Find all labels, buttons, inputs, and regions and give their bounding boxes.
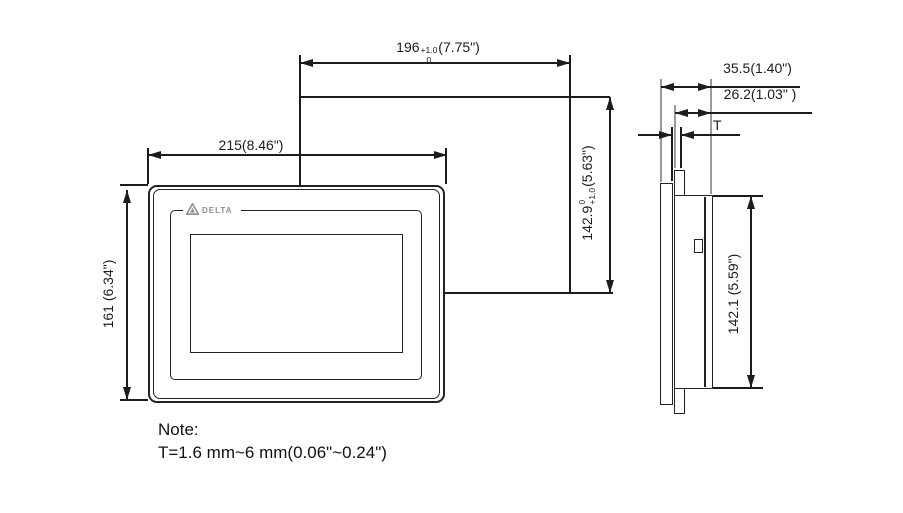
mounting-clamp-top (674, 170, 685, 197)
arrowhead (659, 130, 672, 139)
arrowhead (605, 97, 614, 110)
dimension-line (148, 154, 446, 156)
tolerance-upper: +1.0 (420, 45, 438, 55)
extension-line (674, 105, 676, 168)
mounting-clamp-bottom (674, 387, 685, 414)
extension-line (713, 195, 763, 197)
tolerance-stack: 0+1.0 (577, 187, 598, 205)
delta-logo: DELTA (183, 201, 241, 217)
dim-value: 142.9 (579, 205, 595, 241)
extension-line (147, 148, 149, 184)
arrowhead (122, 190, 131, 203)
cutout-line (445, 292, 613, 294)
dimension-line (126, 190, 128, 400)
arrowhead (746, 375, 755, 388)
side-view-front-bezel (660, 183, 673, 405)
extension-line (713, 387, 763, 389)
arrowhead (675, 108, 688, 117)
arrowhead (681, 130, 694, 139)
dimension-line (661, 86, 800, 88)
extension-line (569, 55, 571, 293)
front-view-bezel-line (153, 189, 440, 399)
extension-line (120, 184, 148, 186)
arrowhead (661, 82, 674, 91)
arrowhead (434, 150, 447, 159)
dimension-line (300, 62, 570, 64)
delta-wordmark: DELTA (202, 205, 233, 215)
screen-area (190, 234, 403, 353)
extension-line (299, 55, 301, 185)
dim-value: 161 (6.34") (100, 259, 116, 329)
arrowhead (746, 196, 755, 209)
dim-mount-depth: 26.2(1.03" ) (723, 86, 797, 102)
arrowhead (148, 150, 161, 159)
extension-line (445, 148, 447, 184)
dim-panel-thickness: T (713, 117, 722, 133)
tolerance-lower: 0 (426, 54, 432, 65)
dimension-line (681, 134, 740, 136)
dim-front-width: 215(8.46") (218, 137, 284, 153)
front-view-inner-frame (170, 210, 422, 380)
dim-inches: (5.63") (579, 145, 595, 187)
arrowhead (605, 280, 614, 293)
dimension-line (609, 97, 611, 293)
dimension-line (675, 112, 812, 114)
delta-triangle-icon (186, 203, 199, 215)
dim-value: 196 (396, 39, 420, 55)
dim-inches: (7.75") (438, 39, 480, 55)
arrowhead (122, 387, 131, 400)
extension-line (680, 127, 682, 168)
arrowhead (698, 108, 711, 117)
tolerance-upper: +1.0 (587, 187, 597, 205)
arrowhead (557, 58, 570, 67)
extension-line (120, 399, 148, 401)
dim-value: 142.1 (5.59") (725, 253, 741, 335)
dim-depth-total: 35.5(1.40") (723, 60, 792, 76)
extension-line (710, 79, 712, 194)
cutout-line (300, 96, 610, 98)
side-body-slot (694, 239, 703, 253)
arrowhead (698, 82, 711, 91)
extension-line (671, 127, 673, 181)
note-title: Note: (158, 420, 199, 439)
side-view-body (674, 195, 713, 389)
front-view-outer-bezel (148, 185, 445, 403)
dimension-line (750, 196, 752, 388)
arrowhead (300, 58, 313, 67)
note-body: T=1.6 mm~6 mm(0.06"~0.24") (158, 443, 387, 462)
dimension-line (638, 134, 672, 136)
side-body-edge-line (704, 197, 706, 387)
